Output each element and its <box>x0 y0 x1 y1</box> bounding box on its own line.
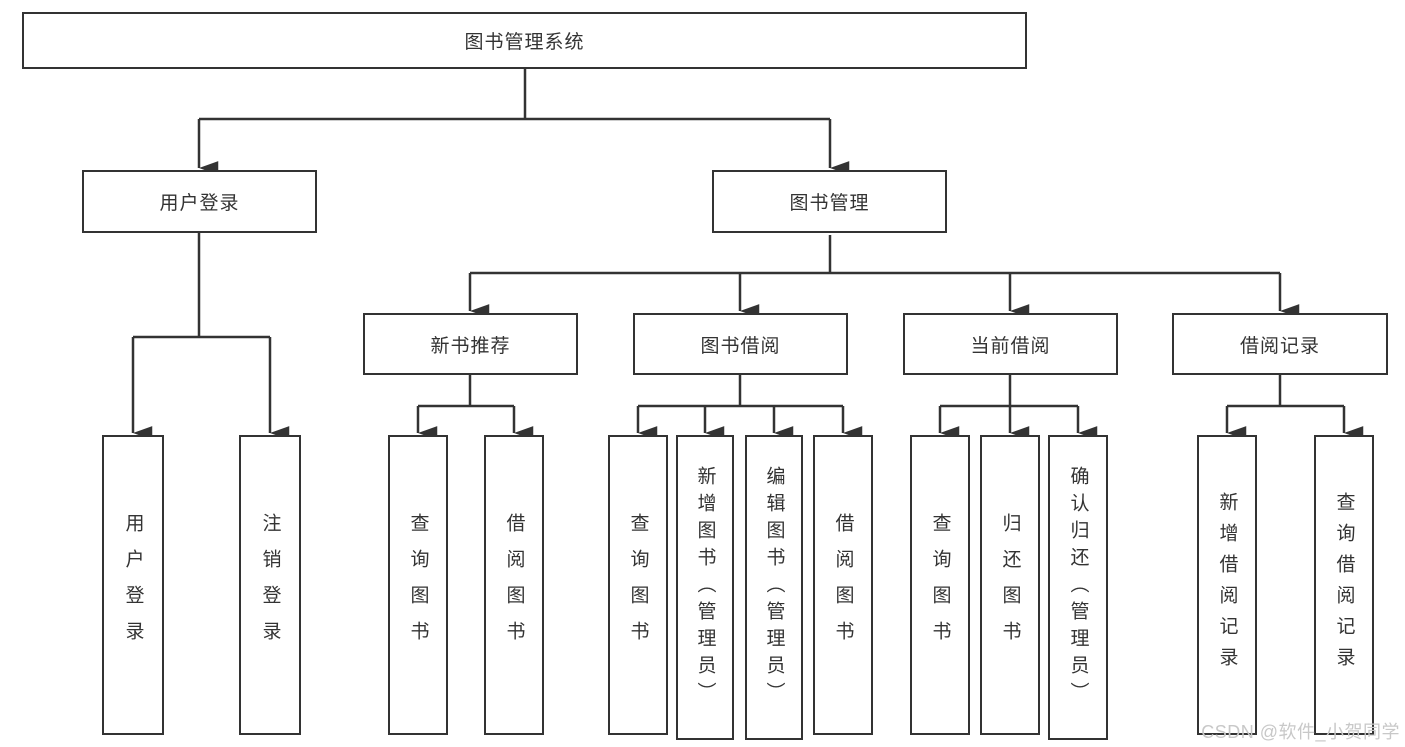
leaf-borrow-books: 借阅图书 <box>813 435 873 735</box>
leaf-label: 注销登录 <box>259 513 281 657</box>
leaf-label: 借阅图书 <box>503 513 525 657</box>
node-borrowing-records: 借阅记录 <box>1172 313 1388 375</box>
leaf-user-login: 用户登录 <box>102 435 164 735</box>
node-label: 借阅记录 <box>1239 335 1320 357</box>
node-label: 用户登录 <box>159 193 240 214</box>
leaf-label: 用户登录 <box>122 513 144 657</box>
leaf-borrow-books-recommend: 借阅图书 <box>484 435 544 735</box>
leaf-query-books-current: 查询图书 <box>910 435 970 735</box>
leaf-label: 查询图书 <box>627 513 649 657</box>
leaf-label: 借阅图书 <box>832 513 854 657</box>
watermark: CSDN @软件_小贺同学 <box>1201 722 1400 742</box>
node-book-borrowing: 图书借阅 <box>633 313 848 375</box>
leaf-label: 新增借阅记录 <box>1216 492 1238 678</box>
leaf-label: 查询借阅记录 <box>1333 492 1355 678</box>
leaf-label: 确认归还（管理员） <box>1067 466 1089 709</box>
leaf-return-books: 归还图书 <box>980 435 1040 735</box>
leaf-query-books-borrow: 查询图书 <box>608 435 668 735</box>
node-book-management: 图书管理 <box>712 170 947 233</box>
node-current-borrowing: 当前借阅 <box>903 313 1118 375</box>
leaf-query-books-recommend: 查询图书 <box>388 435 448 735</box>
leaf-label: 查询图书 <box>407 513 429 657</box>
leaf-confirm-return-admin: 确认归还（管理员） <box>1048 435 1108 740</box>
leaf-label: 新增图书（管理员） <box>694 466 716 709</box>
leaf-label: 编辑图书（管理员） <box>763 466 785 709</box>
node-label: 新书推荐 <box>430 335 511 357</box>
node-new-book-recommendation: 新书推荐 <box>363 313 578 375</box>
leaf-add-books-admin: 新增图书（管理员） <box>676 435 734 740</box>
leaf-logout-login: 注销登录 <box>239 435 301 735</box>
leaf-label: 归还图书 <box>999 513 1021 657</box>
leaf-edit-books-admin: 编辑图书（管理员） <box>745 435 803 740</box>
node-label: 图书借阅 <box>700 335 781 357</box>
leaf-label: 查询图书 <box>929 513 951 657</box>
node-user-login: 用户登录 <box>82 170 317 233</box>
node-library-management-system: 图书管理系统 <box>22 12 1027 69</box>
node-label: 图书管理 <box>789 193 870 214</box>
leaf-query-borrow-record: 查询借阅记录 <box>1314 435 1374 735</box>
node-label: 当前借阅 <box>970 335 1051 357</box>
leaf-add-borrow-record: 新增借阅记录 <box>1197 435 1257 735</box>
node-label: 图书管理系统 <box>464 32 585 53</box>
